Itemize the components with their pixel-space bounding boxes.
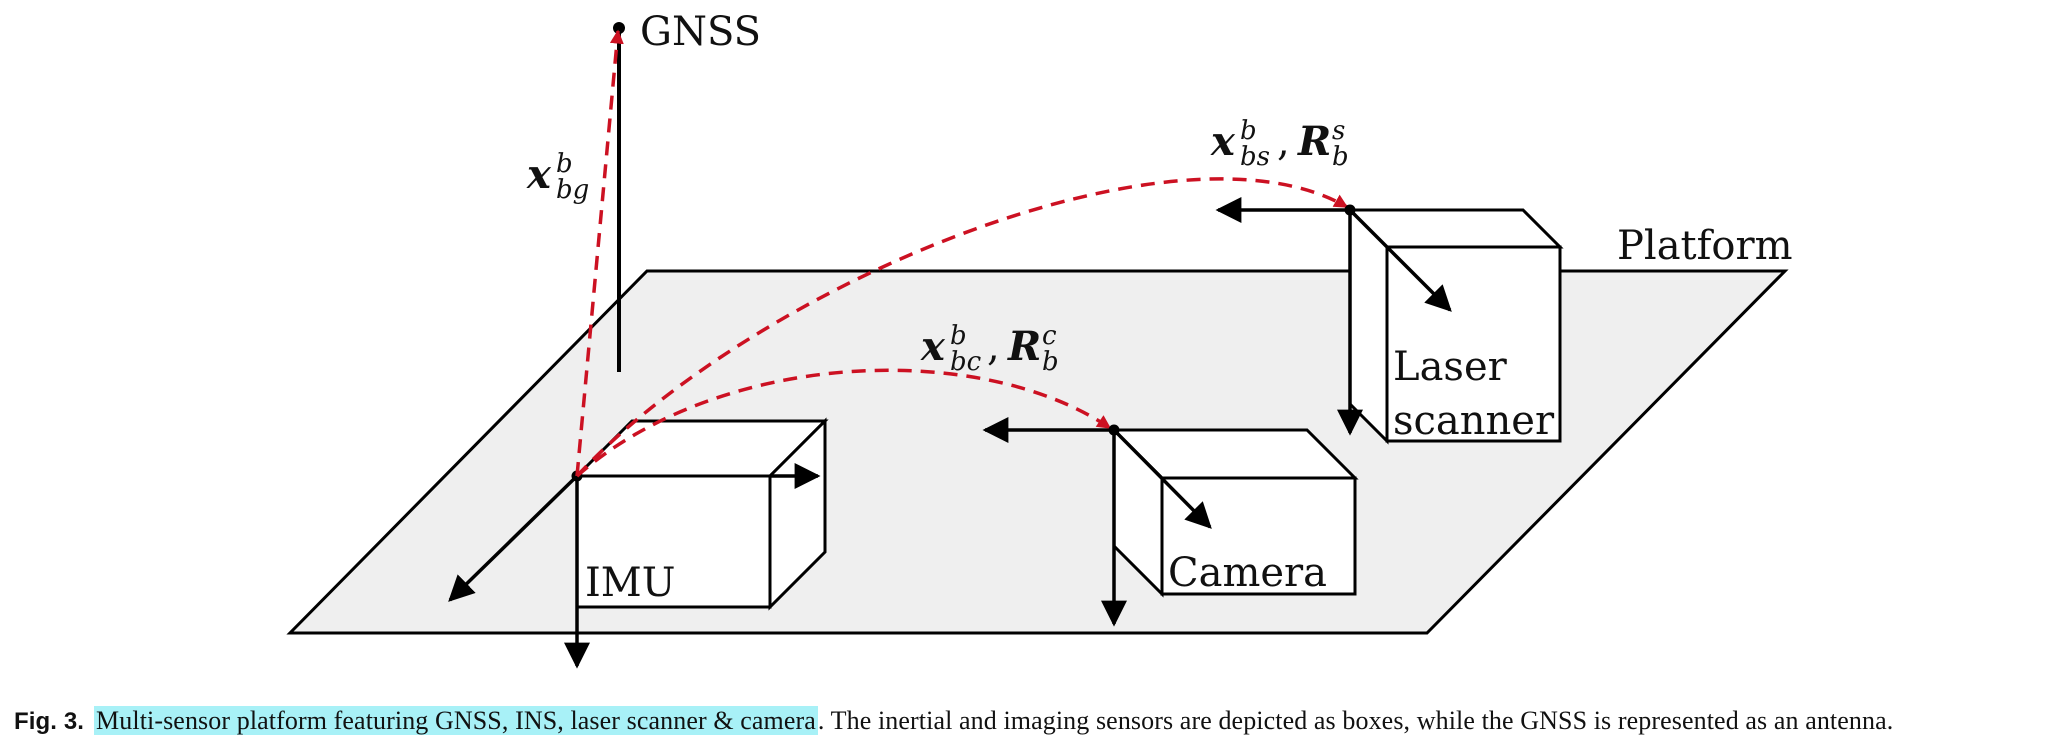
math-x-bg-base: x <box>526 151 552 198</box>
laser-scanner-label-line1: Laser <box>1393 344 1508 390</box>
caption-rest-text: . The inertial and imaging sensors are d… <box>817 706 1894 735</box>
label-camera-transform: x b bc , R c b <box>920 321 1059 377</box>
gnss-label: GNSS <box>640 9 761 55</box>
imu-to-laser-arrow <box>575 177 1349 478</box>
imu-to-camera-arrow <box>575 368 1112 478</box>
figure-caption: Fig. 3. Multi-sensor platform featuring G… <box>14 706 2059 736</box>
math-laser-r: R <box>1297 118 1331 165</box>
laser-scanner-label-line2: scanner <box>1393 398 1555 444</box>
camera-box <box>1110 426 1359 598</box>
math-laser-r-sub: b <box>1332 142 1349 172</box>
laser-scanner-box <box>1346 206 1564 445</box>
math-laser-x-sup: b <box>1240 116 1257 146</box>
imu-label: IMU <box>585 560 675 606</box>
imu-to-gnss-arrow <box>575 29 624 477</box>
math-cam-x-sup: b <box>950 321 967 351</box>
imu-axis-forward <box>448 474 579 602</box>
math-cam-r-sub: b <box>1042 347 1059 377</box>
camera-axis-diagonal <box>1112 428 1212 529</box>
figure-number: Fig. 3. <box>14 708 85 735</box>
sensor-platform-diagram: Platform GNSS IMU Camera Laser scanner <box>286 9 1793 669</box>
laser-origin <box>1344 204 1356 216</box>
label-x-bg: x b bg <box>526 149 589 205</box>
math-cam-r-sup: c <box>1042 321 1057 351</box>
laser-axis-diagonal <box>1348 208 1452 312</box>
math-laser-sep: , <box>1277 119 1290 165</box>
math-laser-r-sup: s <box>1332 116 1345 146</box>
math-cam-sep: , <box>987 324 1000 370</box>
math-cam-x: x <box>920 323 946 370</box>
math-laser-x: x <box>1210 118 1236 165</box>
camera-label: Camera <box>1168 550 1327 596</box>
math-cam-r: R <box>1007 323 1041 370</box>
label-laser-transform: x b bs , R s b <box>1210 116 1349 172</box>
math-x-bg-sup: b <box>556 149 573 179</box>
platform-label: Platform <box>1617 223 1793 269</box>
math-cam-x-sub: bc <box>950 347 982 377</box>
camera-origin <box>1108 424 1120 436</box>
math-x-bg-sub: bg <box>556 175 589 205</box>
caption-highlighted-text: Multi-sensor platform featuring GNSS, IN… <box>94 706 818 735</box>
math-laser-x-sub: bs <box>1240 142 1270 172</box>
